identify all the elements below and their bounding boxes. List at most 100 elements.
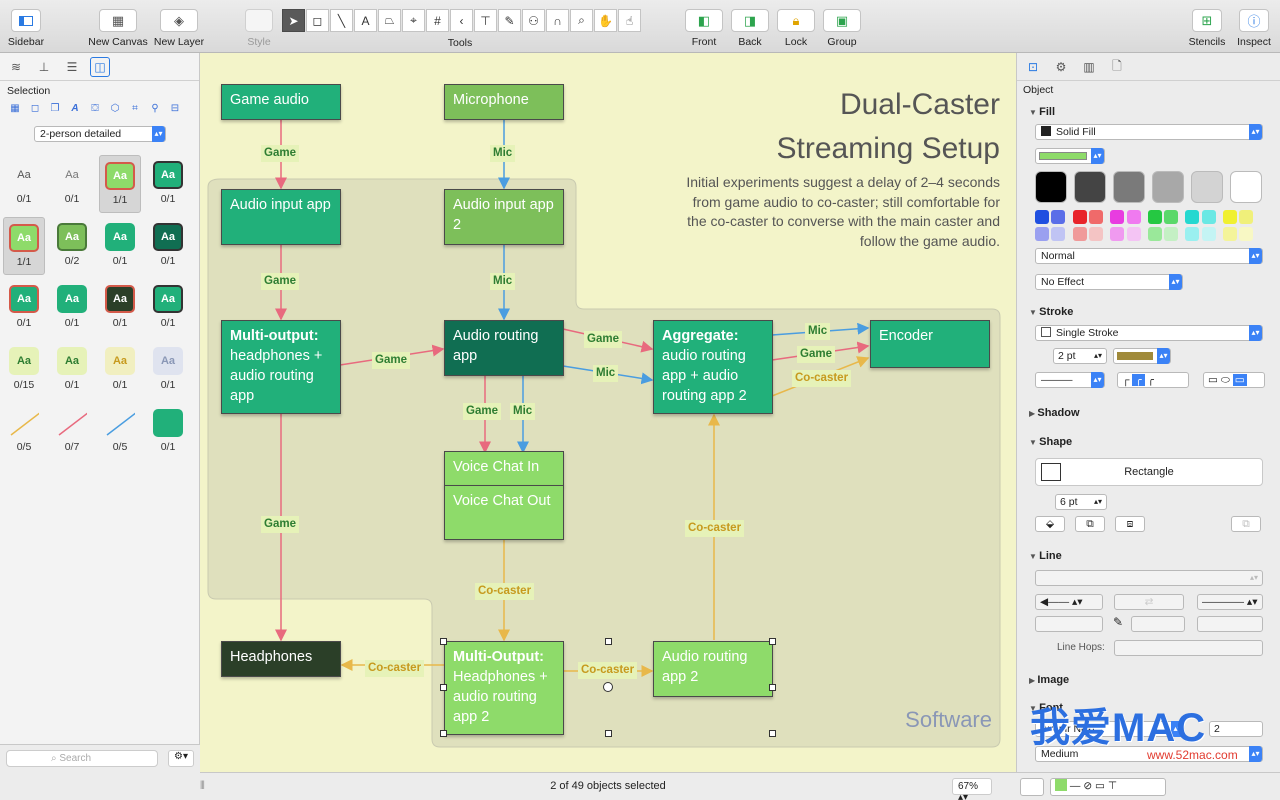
color-swatch[interactable]: [1201, 210, 1216, 224]
color-swatch[interactable]: [1110, 210, 1125, 224]
edge-label-game[interactable]: Game: [797, 346, 835, 363]
style-preset-select[interactable]: 2-person detailed▴▾: [34, 126, 166, 142]
canvases-icon[interactable]: ⊥: [38, 60, 50, 74]
image-section[interactable]: Image: [1029, 674, 1069, 686]
color-white[interactable]: [1230, 171, 1262, 203]
blend-mode-select[interactable]: Normal▴▾: [1035, 248, 1263, 264]
font-size-field[interactable]: 2: [1209, 721, 1263, 737]
stroke-width-field[interactable]: 2 pt▴▾: [1053, 348, 1107, 364]
color-swatch[interactable]: [1147, 227, 1162, 241]
edge-label-mic[interactable]: Mic: [593, 365, 619, 382]
fill-type-select[interactable]: Solid Fill▴▾: [1035, 124, 1263, 140]
color-swatch[interactable]: [1110, 227, 1125, 241]
browse-icon[interactable]: ☝: [618, 9, 641, 32]
text-tool-icon[interactable]: A: [354, 9, 377, 32]
select-canvas-icon[interactable]: ⊟: [170, 102, 180, 114]
node-encoder[interactable]: Encoder: [870, 320, 990, 368]
font-section[interactable]: Font: [1029, 702, 1063, 714]
style-swatch[interactable]: 0/5: [99, 403, 141, 461]
software-label[interactable]: Software: [905, 707, 992, 732]
node-microphone[interactable]: Microphone: [444, 84, 564, 120]
color-swatch[interactable]: [1126, 227, 1141, 241]
stroke-type-select[interactable]: Single Stroke▴▾: [1035, 325, 1263, 341]
color-swatch[interactable]: [1035, 227, 1049, 241]
lock-button[interactable]: 🔒︎Lock: [776, 9, 816, 48]
corner-style-group[interactable]: ┌ ╭ ╭: [1117, 372, 1189, 388]
color-black[interactable]: [1035, 171, 1067, 203]
stencils-button[interactable]: ⊞Stencils: [1186, 9, 1228, 48]
pen-tool-icon[interactable]: ⏢: [378, 9, 401, 32]
color-swatch[interactable]: [1088, 210, 1103, 224]
document-tab-icon[interactable]: 🗋︎: [1112, 58, 1122, 73]
diagram-description[interactable]: Initial experiments suggest a delay of 2…: [686, 174, 1000, 249]
color-swatch[interactable]: [1239, 210, 1254, 224]
front-button[interactable]: ◧Front: [684, 9, 724, 48]
edge-label-game[interactable]: Game: [584, 331, 622, 348]
selection-handle[interactable]: [605, 638, 612, 645]
layers-icon[interactable]: ≋: [10, 60, 22, 74]
diagram-tool-icon[interactable]: ⊤: [474, 9, 497, 32]
node-audio-input-app[interactable]: Audio input app: [221, 189, 341, 245]
color-swatch[interactable]: [1072, 227, 1087, 241]
edge-label-cocaster[interactable]: Co-caster: [365, 660, 425, 677]
edge-label-mic[interactable]: Mic: [510, 403, 536, 420]
color-dark-gray[interactable]: [1074, 171, 1106, 203]
edge-label-mic[interactable]: Mic: [490, 145, 516, 162]
line-tool-icon[interactable]: ╲: [330, 9, 353, 32]
canvas-tab-icon[interactable]: ▥: [1083, 60, 1095, 74]
color-swatch[interactable]: [1088, 227, 1103, 241]
node-voice-chat-out[interactable]: Voice Chat Out: [444, 485, 564, 540]
node-audio-routing-app[interactable]: Audio routing app: [444, 320, 564, 376]
style-preview[interactable]: [1020, 778, 1044, 796]
select-connected-icon[interactable]: ⚲: [151, 102, 159, 114]
gear-icon[interactable]: ⚙▾: [168, 750, 194, 767]
selection-handle[interactable]: [769, 638, 776, 645]
style-brush-icon[interactable]: ✎: [498, 9, 521, 32]
collapse-tools-icon[interactable]: ‹: [450, 9, 473, 32]
select-text-icon[interactable]: A: [71, 102, 79, 114]
color-swatch[interactable]: [1239, 227, 1254, 241]
color-gray[interactable]: [1113, 171, 1145, 203]
edge-label-cocaster[interactable]: Co-caster: [578, 662, 638, 679]
line-cap-group[interactable]: ▭ ⬭ ▭: [1203, 372, 1265, 388]
stroke-pattern-select[interactable]: ———▴▾: [1035, 372, 1105, 388]
rubber-stamp-icon[interactable]: ⚇: [522, 9, 545, 32]
edge-label-game[interactable]: Game: [463, 403, 501, 420]
shape-action-icon[interactable]: ⧈: [1115, 516, 1145, 532]
corner-radius-field[interactable]: 6 pt▴▾: [1055, 494, 1107, 510]
color-light-gray[interactable]: [1152, 171, 1184, 203]
selection-handle[interactable]: [605, 730, 612, 737]
style-swatch[interactable]: 0/5: [3, 403, 45, 461]
select-shapes-icon[interactable]: ◻: [30, 102, 40, 114]
node-multi-output[interactable]: Multi-output: headphones + audio routing…: [221, 320, 341, 414]
stroke-section[interactable]: Stroke: [1029, 306, 1073, 318]
color-swatch[interactable]: [1223, 227, 1237, 241]
shadow-section[interactable]: Shadow: [1029, 407, 1079, 419]
selection-handle[interactable]: [769, 730, 776, 737]
select-groups-icon[interactable]: ❐: [50, 102, 60, 114]
color-swatch[interactable]: [1035, 210, 1049, 224]
object-tab-icon[interactable]: ⊡: [1027, 60, 1039, 74]
edge-label-game[interactable]: Game: [261, 516, 299, 533]
node-headphones[interactable]: Headphones: [221, 641, 341, 677]
edge-label-game[interactable]: Game: [261, 273, 299, 290]
fill-section[interactable]: Fill: [1029, 106, 1055, 118]
magnet-icon[interactable]: ∩: [546, 9, 569, 32]
selection-icon[interactable]: ◫: [90, 57, 110, 77]
shape-tool-icon[interactable]: ◻: [306, 9, 329, 32]
edge-label-mic[interactable]: Mic: [805, 323, 831, 340]
hand-icon[interactable]: ✋: [594, 9, 617, 32]
